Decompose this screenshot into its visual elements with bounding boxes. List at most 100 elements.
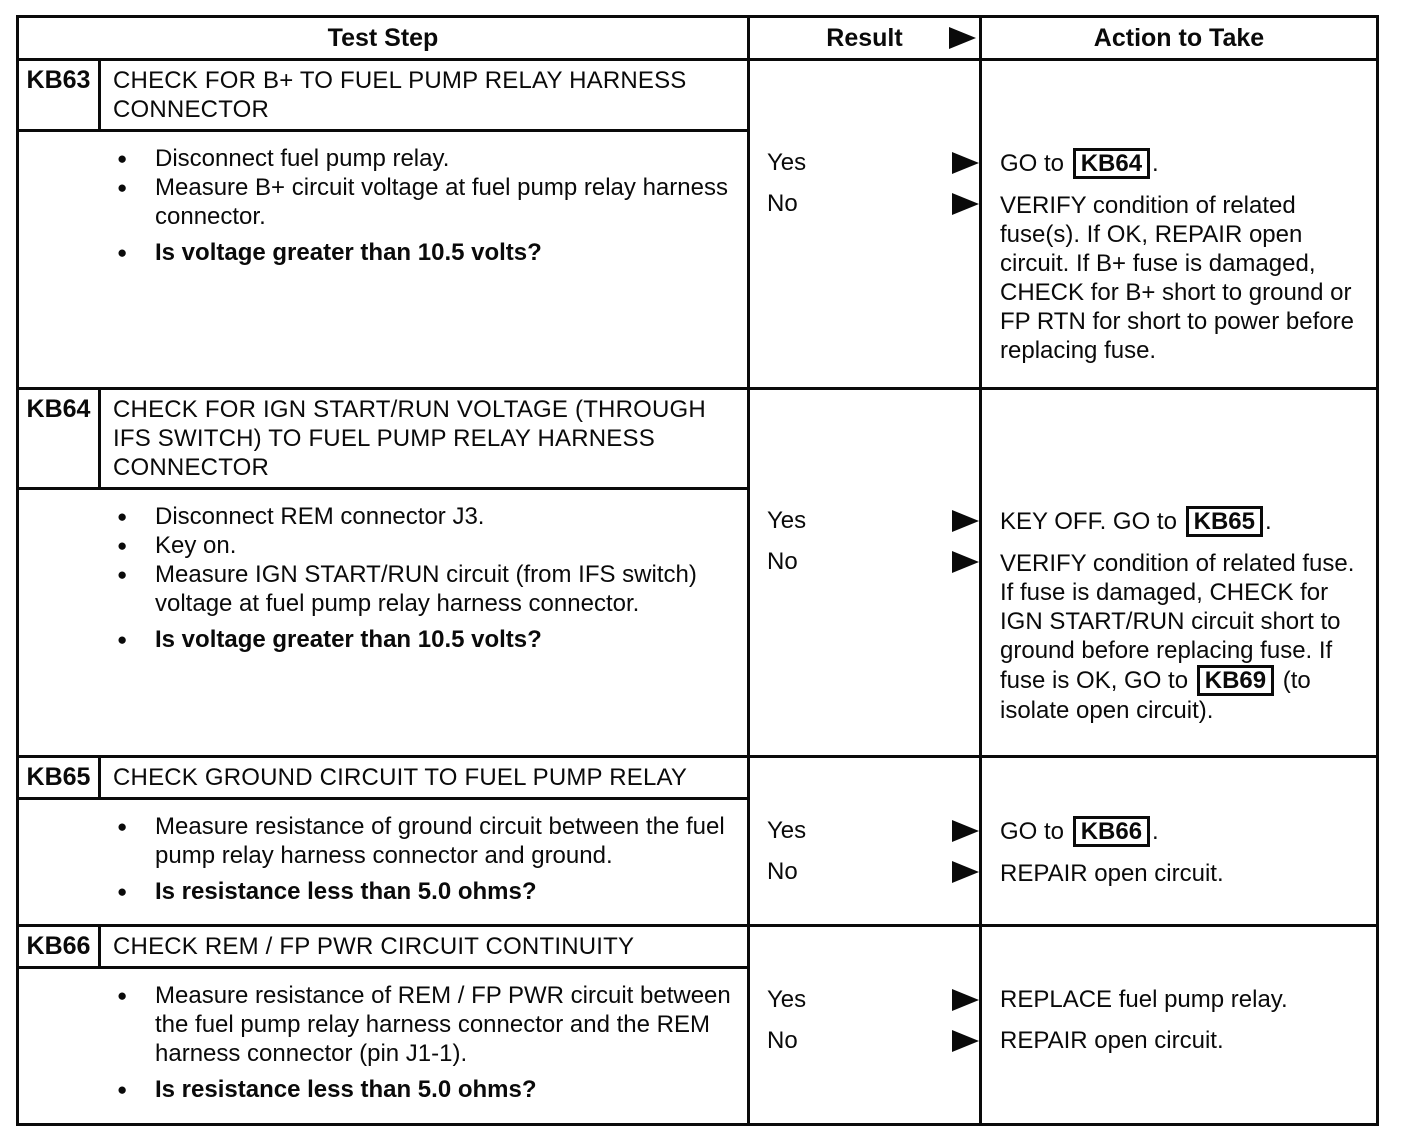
- result-line: Yes: [767, 148, 979, 177]
- bullet-icon: ●: [117, 565, 128, 584]
- result-header-label: Result: [826, 24, 903, 52]
- result-label: No: [767, 858, 798, 885]
- instruction-bullet-line: ● Key on.: [117, 531, 735, 560]
- result-line: Yes: [767, 985, 979, 1014]
- instruction-text: Is voltage greater than 10.5 volts?: [155, 626, 542, 653]
- test-step-header-label: Test Step: [327, 24, 439, 52]
- result-arrow-icon: [952, 192, 979, 215]
- step-actions: KEY OFF. GO to KB65. VERIFY condition of …: [979, 390, 1376, 755]
- bullet-icon: ●: [117, 178, 128, 197]
- result-line: No: [767, 547, 979, 576]
- result-line: No: [767, 857, 979, 886]
- instruction-text: Is resistance less than 5.0 ohms?: [155, 1076, 537, 1103]
- step-instructions: ● Disconnect REM connector J3. ● Key on. ● Me…: [19, 490, 747, 755]
- step-instructions: ● Disconnect fuel pump relay.●Measure B+ …: [19, 132, 747, 387]
- result-label: Yes: [767, 817, 807, 844]
- action-text: GO to KB64.: [1000, 148, 1159, 179]
- action-text: REPAIR open circuit.: [1000, 860, 1224, 887]
- bullet-icon: ●: [117, 630, 128, 649]
- instruction-bullet-line: ●Measure B+ circuit voltage at fuel pump…: [117, 173, 735, 231]
- result-arrow-icon: [952, 988, 979, 1011]
- bullet-icon: ●: [117, 986, 128, 1005]
- step-title-cell: CHECK REM / FP PWR CIRCUIT CONTINUITY: [101, 927, 747, 969]
- step-actions: GO to KB66. REPAIR open circuit.: [979, 758, 1376, 924]
- column-header-action: Action to Take: [979, 18, 1376, 58]
- test-step-row: KB66 CHECK REM / FP PWR CIRCUIT CONTINUI…: [19, 924, 1376, 1123]
- step-title-cell: CHECK FOR B+ TO FUEL PUMP RELAY HARNESS …: [101, 61, 747, 132]
- instruction-text: Disconnect fuel pump relay.: [155, 145, 450, 172]
- table-header-row: Test Step Result Action to Take: [19, 18, 1376, 58]
- step-title: CHECK FOR IGN START/RUN VOLTAGE (THROUGH…: [113, 396, 706, 481]
- kb-reference: KB69: [1196, 665, 1275, 696]
- action-text: VERIFY condition of related fuse. If fus…: [1000, 550, 1355, 724]
- pinpoint-test-table: Test Step Result Action to Take KB63 CHE…: [16, 15, 1379, 1126]
- step-title-cell: CHECK FOR IGN START/RUN VOLTAGE (THROUGH…: [101, 390, 747, 490]
- instruction-text: Is voltage greater than 10.5 volts?: [155, 239, 542, 266]
- result-arrow-icon: [952, 860, 979, 883]
- step-title: CHECK GROUND CIRCUIT TO FUEL PUMP RELAY: [113, 764, 688, 791]
- bullet-icon: ●: [117, 882, 128, 901]
- result-label: No: [767, 1027, 798, 1054]
- result-arrow-icon: [949, 27, 976, 49]
- action-text: KEY OFF. GO to KB65.: [1000, 506, 1272, 537]
- instruction-bullet-line: ● Measure resistance of REM / FP PWR circ…: [117, 981, 735, 1068]
- step-id: KB65: [19, 758, 101, 800]
- bullet-icon: ●: [117, 1080, 128, 1099]
- step-id: KB66: [19, 927, 101, 969]
- step-title: CHECK FOR B+ TO FUEL PUMP RELAY HARNESS …: [113, 67, 687, 123]
- result-label: No: [767, 190, 798, 217]
- test-step-rows: KB63 CHECK FOR B+ TO FUEL PUMP RELAY HAR…: [19, 58, 1376, 1123]
- bullet-icon: ●: [117, 149, 128, 168]
- result-label: Yes: [767, 149, 807, 176]
- action-header-label: Action to Take: [1093, 24, 1265, 52]
- step-actions: REPLACE fuel pump relay. REPAIR open circ…: [979, 927, 1376, 1123]
- result-arrow-icon: [952, 151, 979, 174]
- test-step-row: KB64 CHECK FOR IGN START/RUN VOLTAGE (TH…: [19, 387, 1376, 755]
- kb-reference: KB65: [1185, 506, 1263, 537]
- step-instructions: ● Measure resistance of REM / FP PWR circ…: [19, 969, 747, 1123]
- result-line: Yes: [767, 816, 979, 845]
- column-header-result: Result: [747, 18, 979, 58]
- bullet-icon: ●: [117, 817, 128, 836]
- result-label: No: [767, 548, 798, 575]
- result-label: Yes: [767, 507, 807, 534]
- step-title-cell: CHECK GROUND CIRCUIT TO FUEL PUMP RELAY: [101, 758, 747, 800]
- step-id: KB64: [19, 390, 101, 490]
- action-text: VERIFY condition of related fuse(s). If …: [1000, 192, 1354, 364]
- bullet-icon: ●: [117, 536, 128, 555]
- test-step-row: KB65 CHECK GROUND CIRCUIT TO FUEL PUMP R…: [19, 755, 1376, 924]
- result-label: Yes: [767, 986, 807, 1013]
- step-title: CHECK REM / FP PWR CIRCUIT CONTINUITY: [113, 933, 635, 960]
- instruction-bullet-line: ● Measure IGN START/RUN circuit (from IFS…: [117, 560, 735, 618]
- action-text: REPLACE fuel pump relay.: [1000, 986, 1288, 1013]
- instruction-text: Measure resistance of REM / FP PWR circu…: [155, 982, 731, 1067]
- instruction-bullet-line: ● Measure resistance of ground circuit be…: [117, 812, 735, 870]
- instruction-text: Measure IGN START/RUN circuit (from IFS …: [155, 561, 697, 617]
- step-instructions: ● Measure resistance of ground circuit be…: [19, 800, 747, 924]
- kb-reference: KB66: [1072, 816, 1151, 847]
- instruction-bullet-line: ● Is voltage greater than 10.5 volts?: [117, 238, 735, 267]
- instruction-bullet-line: ● Is resistance less than 5.0 ohms?: [117, 877, 735, 906]
- instruction-text: Is resistance less than 5.0 ohms?: [155, 878, 537, 905]
- instruction-text: Key on.: [155, 532, 237, 559]
- action-text: REPAIR open circuit.: [1000, 1027, 1224, 1054]
- result-arrow-icon: [952, 550, 979, 573]
- instruction-bullet-line: ● Disconnect REM connector J3.: [117, 502, 735, 531]
- bullet-icon: ●: [117, 507, 128, 526]
- instruction-text: Measure resistance of ground circuit bet…: [155, 813, 725, 869]
- result-line: No: [767, 189, 979, 218]
- bullet-icon: ●: [117, 243, 128, 262]
- result-arrow-icon: [952, 819, 979, 842]
- instruction-bullet-line: ● Disconnect fuel pump relay.: [117, 144, 735, 173]
- result-arrow-icon: [952, 509, 979, 532]
- action-text: GO to KB66.: [1000, 816, 1159, 847]
- step-id: KB63: [19, 61, 101, 132]
- result-arrow-icon: [952, 1029, 979, 1052]
- instruction-bullet-line: ● Is voltage greater than 10.5 volts?: [117, 625, 735, 654]
- instruction-text: Disconnect REM connector J3.: [155, 503, 485, 530]
- instruction-bullet-line: ● Is resistance less than 5.0 ohms?: [117, 1075, 735, 1104]
